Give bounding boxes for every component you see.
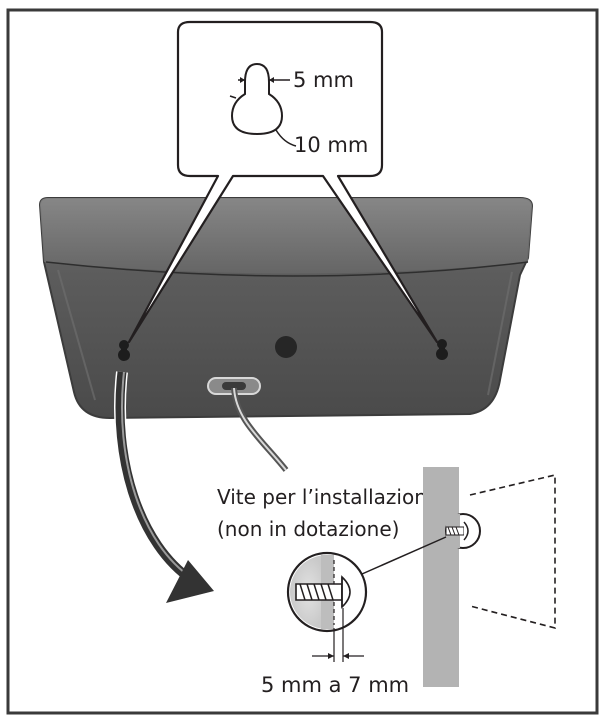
cable-port <box>207 377 261 395</box>
keyhole-right <box>436 339 448 360</box>
keyhole-left <box>118 340 130 361</box>
keyhole-slot-icon <box>229 62 297 147</box>
keyhole-callout <box>127 20 439 344</box>
center-hole <box>275 336 297 358</box>
head-diameter-label: 10 mm <box>294 133 368 157</box>
device-outline-dashed <box>469 473 556 630</box>
zoom-link-line <box>361 536 447 575</box>
screw-small-detail <box>445 513 481 549</box>
device-back-panel <box>38 197 534 420</box>
wall <box>423 467 459 687</box>
protrusion-label: 5 mm a 7 mm <box>261 673 409 697</box>
screw-note-line1: Vite per l’installazione <box>217 485 439 509</box>
protrusion-dimension <box>312 608 364 662</box>
curved-arrow-icon <box>114 371 214 603</box>
screw-note-line2: (non in dotazione) <box>217 517 399 541</box>
slot-width-label: 5 mm <box>293 68 354 92</box>
screw-icon <box>286 551 368 633</box>
